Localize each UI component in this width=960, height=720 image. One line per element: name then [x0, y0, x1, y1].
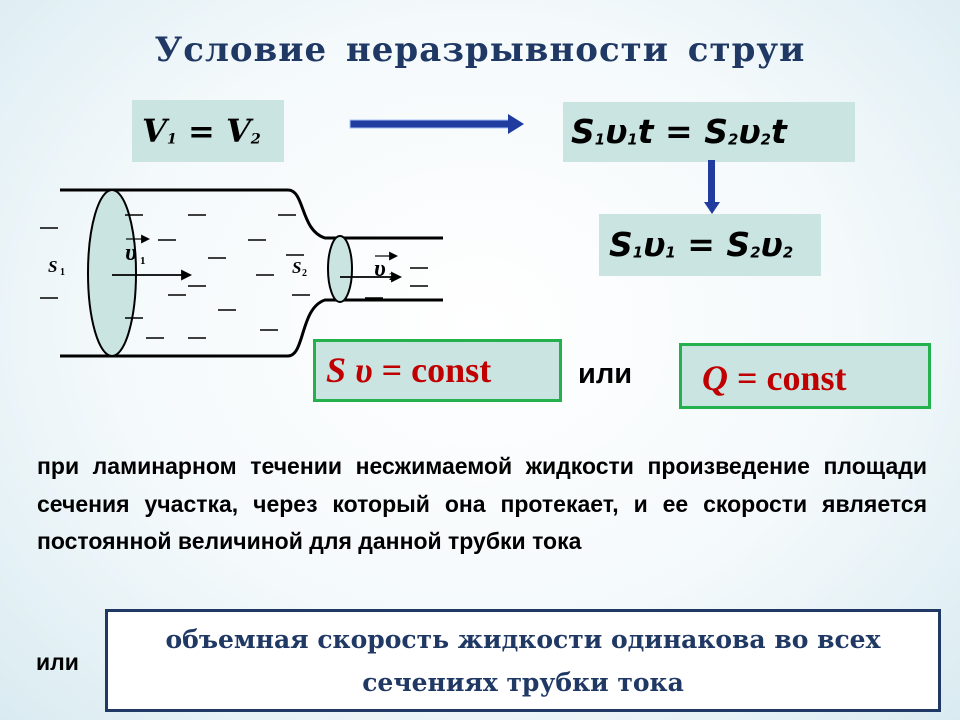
v2-symbol: V — [225, 112, 251, 150]
page-title: Условие неразрывности струи — [154, 30, 806, 70]
v2-velocity-sub: 2 — [782, 243, 794, 262]
down-arrow-icon — [704, 160, 720, 214]
reduced-equality-box: S1υ1 = S2υ2 — [599, 214, 821, 276]
const-rhs: = const — [728, 358, 847, 398]
label-s1: S — [48, 257, 57, 276]
label-s2: S — [292, 258, 301, 277]
s1-symbol: S — [609, 225, 633, 264]
s1-symbol: S — [571, 112, 595, 151]
label-v2-sub: 2 — [389, 271, 395, 283]
or-label-bottom: или — [36, 649, 79, 675]
full-equality-box: S1υ1t = S2υ2t — [563, 102, 855, 162]
v-symbol: υ — [355, 350, 373, 390]
conclusion-line-1: объемная скорость жидкости одинакова во … — [165, 625, 881, 654]
v1-sub: 1 — [166, 130, 177, 148]
right-arrow-icon — [349, 114, 524, 134]
sv-const-box: S υ = const — [313, 339, 562, 402]
q-symbol: Q — [702, 358, 728, 398]
label-v1: υ — [125, 240, 137, 266]
label-s2-sub: 2 — [302, 268, 307, 279]
cross-section-s1 — [87, 189, 137, 357]
pipe-top-wall — [60, 188, 443, 240]
t2-symbol: t — [770, 112, 787, 151]
v1-symbol: V — [142, 112, 167, 150]
volume-equality-box: V1 = V2 — [132, 100, 284, 162]
s2-sub: 2 — [727, 130, 739, 149]
const-rhs: = const — [372, 350, 492, 390]
equals-sign: = — [176, 112, 226, 150]
s-symbol: S — [326, 350, 347, 390]
v1-velocity-sub: 1 — [627, 130, 638, 149]
v2-velocity-sub: 2 — [760, 130, 771, 149]
conclusion-box: объемная скорость жидкости одинакова во … — [105, 609, 941, 712]
v2-sub: 2 — [250, 130, 261, 148]
v1-velocity-sub: 1 — [665, 243, 676, 262]
v2-velocity: υ — [760, 225, 783, 264]
equals-sign: = — [653, 112, 705, 151]
s2-symbol: S — [726, 225, 751, 264]
cross-section-s2 — [327, 235, 353, 303]
v1-velocity: υ — [605, 112, 628, 151]
label-v2: υ — [374, 256, 386, 282]
label-v1-sub: 1 — [140, 255, 146, 267]
t1-symbol: t — [637, 112, 654, 151]
equals-sign: = — [675, 225, 727, 264]
or-label: или — [578, 358, 633, 390]
s2-symbol: S — [704, 112, 728, 151]
q-const-box: Q = const — [679, 343, 931, 409]
s1-sub: 1 — [632, 243, 644, 262]
v1-velocity: υ — [643, 225, 666, 264]
s1-sub: 1 — [594, 130, 606, 149]
s2-sub: 2 — [750, 243, 761, 262]
flow-dashes — [40, 214, 428, 339]
explanation-paragraph: при ламинарном течении несжимаемой жидко… — [37, 453, 927, 554]
conclusion-line-2: сечениях трубки тока — [362, 668, 684, 697]
label-s1-sub: 1 — [60, 267, 65, 278]
pipe-diagram: S 1 υ 1 S 2 υ 2 — [40, 188, 443, 358]
v2-velocity: υ — [738, 112, 761, 151]
velocity-arrows — [112, 234, 403, 283]
pipe-bottom-wall — [60, 298, 443, 358]
